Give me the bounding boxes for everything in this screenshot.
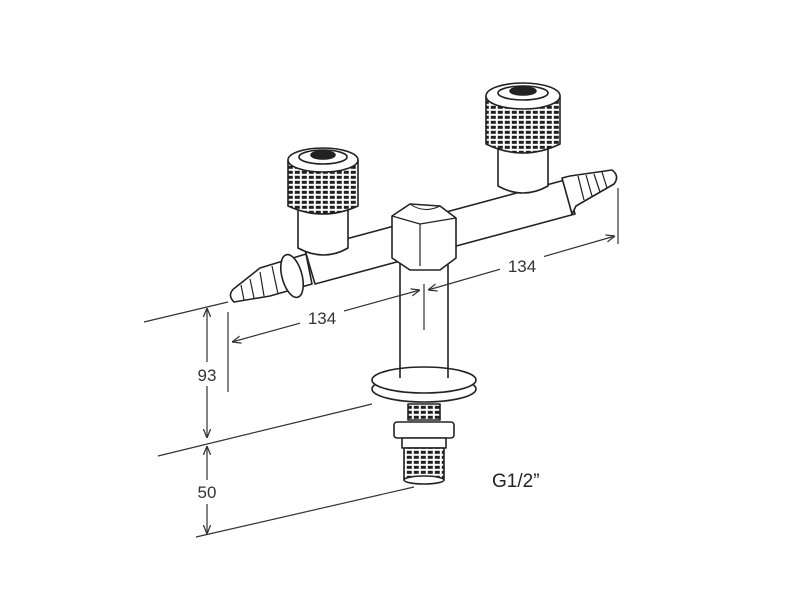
dimension-label-height-upper: 93 — [198, 366, 217, 385]
hex-nut — [391, 203, 457, 271]
left-hose-nozzle — [229, 253, 313, 303]
left-valve-handle — [287, 147, 359, 256]
right-valve-handle — [485, 82, 561, 194]
thread-size-label: G1/2” — [492, 471, 540, 492]
threaded-fitting — [393, 403, 455, 485]
dimension-label-left-width: 134 — [308, 309, 336, 328]
valve-body — [229, 82, 618, 485]
dimension-label-height-lower: 50 — [198, 483, 217, 502]
mounting-flange — [371, 366, 477, 403]
dimension-label-right-width: 134 — [508, 257, 536, 276]
right-hose-nozzle — [561, 169, 618, 215]
